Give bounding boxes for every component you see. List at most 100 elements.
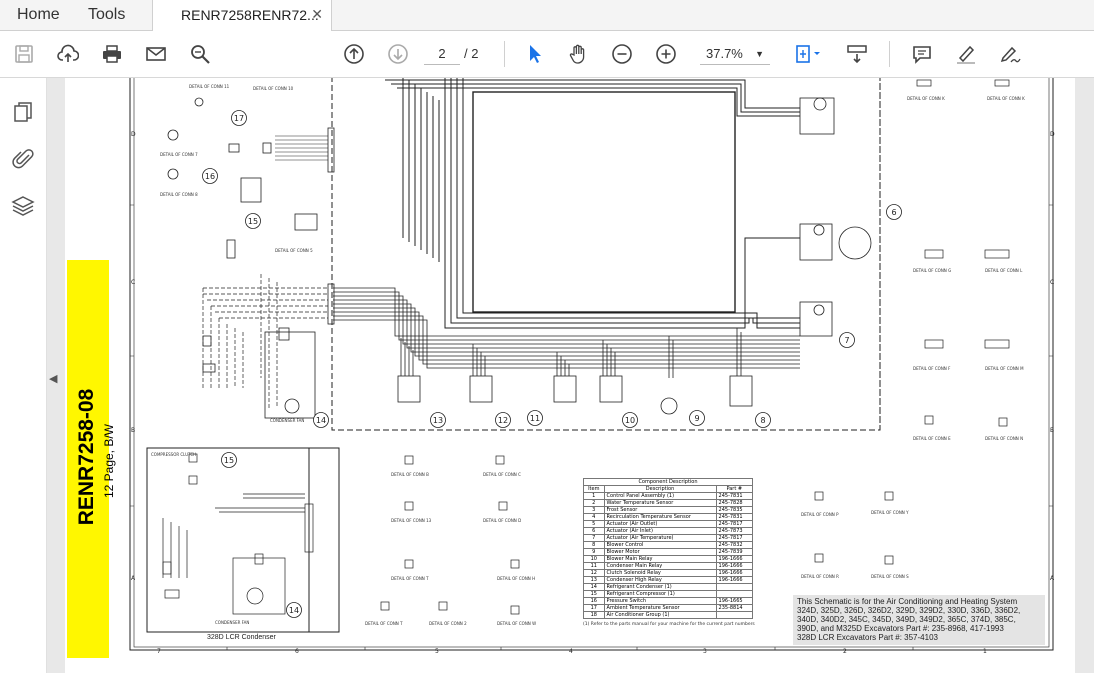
hand-tool-icon[interactable] xyxy=(564,40,592,68)
select-cursor-icon[interactable] xyxy=(521,40,549,68)
search-icon[interactable] xyxy=(186,40,214,68)
close-tab-icon[interactable]: ✕ xyxy=(311,6,323,22)
grid-row-letter: D xyxy=(131,131,136,138)
tab-tools[interactable]: Tools xyxy=(88,6,126,23)
svg-text:DETAIL OF CONN 8: DETAIL OF CONN 8 xyxy=(160,192,198,197)
table-cell-description: Control Panel Assembly (1) xyxy=(603,492,717,500)
collapse-panel-icon[interactable]: ◀ xyxy=(49,373,58,385)
cloud-upload-icon[interactable] xyxy=(54,40,82,68)
svg-text:COMPRESSOR CLUTCH: COMPRESSOR CLUTCH xyxy=(151,452,196,457)
page-thumbnails-icon[interactable] xyxy=(11,100,35,124)
attachments-icon[interactable] xyxy=(11,146,35,170)
email-icon[interactable] xyxy=(142,40,170,68)
table-cell-part: 245-7831 xyxy=(715,513,754,521)
grid-row-letter: A xyxy=(131,575,136,582)
info-line: This Schematic is for the Air Conditioni… xyxy=(797,597,1018,606)
svg-text:DETAIL OF CONN S: DETAIL OF CONN S xyxy=(871,574,909,579)
sign-icon[interactable] xyxy=(996,40,1024,68)
highlight-pen-icon[interactable] xyxy=(952,40,980,68)
grid-column-number: 6 xyxy=(295,648,299,655)
callout-circle xyxy=(689,410,705,426)
table-cell-description: Condenser Main Relay xyxy=(603,562,717,570)
tab-home[interactable]: Home xyxy=(17,6,60,23)
table-cell-description: Condenser High Relay xyxy=(603,576,717,584)
tab-document[interactable]: RENR7258RENR72... ✕ xyxy=(152,0,332,31)
table-cell-description: Blower Main Relay xyxy=(603,555,717,563)
tab-bar: Home Tools RENR7258RENR72... ✕ xyxy=(0,0,1094,31)
table-cell-item: 7 xyxy=(583,534,605,542)
fit-page-icon[interactable] xyxy=(790,40,826,68)
table-cell-part: 196-1666 xyxy=(715,555,754,563)
table-cell-part: 245-7839 xyxy=(715,548,754,556)
svg-text:DETAIL OF CONN K: DETAIL OF CONN K xyxy=(987,96,1025,101)
tab-document-label: RENR7258RENR72... xyxy=(181,7,319,23)
table-cell-part: 235-8814 xyxy=(715,604,754,612)
callout-label: 14 xyxy=(316,416,326,425)
toolbar-divider xyxy=(889,41,890,67)
callout-label: 17 xyxy=(234,114,244,123)
table-cell-item: 12 xyxy=(583,569,605,577)
svg-text:DETAIL OF CONN 2: DETAIL OF CONN 2 xyxy=(429,621,467,626)
table-cell-item: 14 xyxy=(583,583,605,591)
svg-text:DETAIL OF CONN H: DETAIL OF CONN H xyxy=(497,576,535,581)
table-cell-item: 1 xyxy=(583,492,605,500)
schematic-page: RENR7258-08 12 Page, B/W xyxy=(65,78,1075,673)
table-cell-part: 245-7817 xyxy=(715,520,754,528)
table-cell-part xyxy=(715,611,754,619)
table-cell-part: 245-7873 xyxy=(715,527,754,535)
table-cell-item: 2 xyxy=(583,499,605,507)
table-cell-description: Clutch Solenoid Relay xyxy=(603,569,717,577)
table-cell-item: 18 xyxy=(583,611,605,619)
layers-icon[interactable] xyxy=(11,194,35,218)
zoom-level-select[interactable]: 37.7% ▼ xyxy=(700,44,770,65)
grid-column-number: 3 xyxy=(703,648,707,655)
table-cell-description: Pressure Switch xyxy=(603,597,717,605)
grid-column-number: 7 xyxy=(157,648,161,655)
svg-text:DETAIL OF CONN L: DETAIL OF CONN L xyxy=(985,268,1023,273)
callout-label: 11 xyxy=(530,414,540,423)
callout-circle xyxy=(202,168,218,184)
scroll-mode-icon[interactable] xyxy=(843,40,871,68)
previous-page-icon[interactable] xyxy=(340,40,368,68)
zoom-in-icon[interactable] xyxy=(652,40,680,68)
table-cell-part: 245-7831 xyxy=(715,492,754,500)
callout-label: 10 xyxy=(625,416,635,425)
table-cell-part: 245-7828 xyxy=(715,499,754,507)
document-viewport[interactable]: ◀ RENR7258-08 12 Page, B/W xyxy=(47,78,1094,673)
table-header-item: Item xyxy=(583,485,605,493)
toolbar: 2 / 2 37.7% ▼ xyxy=(0,31,1094,78)
comment-icon[interactable] xyxy=(908,40,936,68)
table-cell-part: 245-7832 xyxy=(715,541,754,549)
svg-text:DETAIL OF CONN 5: DETAIL OF CONN 5 xyxy=(275,248,313,253)
svg-text:DETAIL OF CONN F: DETAIL OF CONN F xyxy=(913,366,951,371)
grid-column-number: 4 xyxy=(569,648,573,655)
save-icon[interactable] xyxy=(10,40,38,68)
svg-text:DETAIL OF CONN 10: DETAIL OF CONN 10 xyxy=(253,86,294,91)
callout-circle xyxy=(245,213,261,229)
wiring-schematic: DETAIL OF CONN 11 DETAIL OF CONN 10 DETA… xyxy=(129,78,1055,655)
callout-label: 7 xyxy=(844,336,849,345)
table-cell-description: Actuator (Air Outlet) xyxy=(603,520,717,528)
table-cell-item: 9 xyxy=(583,548,605,556)
svg-text:DETAIL OF CONN W: DETAIL OF CONN W xyxy=(497,621,536,626)
chevron-down-icon: ▼ xyxy=(755,49,764,59)
toolbar-divider xyxy=(504,41,505,67)
grid-row-letter: A xyxy=(1050,575,1055,582)
next-page-icon[interactable] xyxy=(384,40,412,68)
table-cell-description: Ambient Temperature Sensor xyxy=(603,604,717,612)
svg-text:DETAIL OF CONN N: DETAIL OF CONN N xyxy=(985,436,1023,441)
zoom-out-icon[interactable] xyxy=(608,40,636,68)
print-icon[interactable] xyxy=(98,40,126,68)
page-number-input[interactable]: 2 xyxy=(424,44,460,65)
table-cell-part: 196-1666 xyxy=(715,576,754,584)
